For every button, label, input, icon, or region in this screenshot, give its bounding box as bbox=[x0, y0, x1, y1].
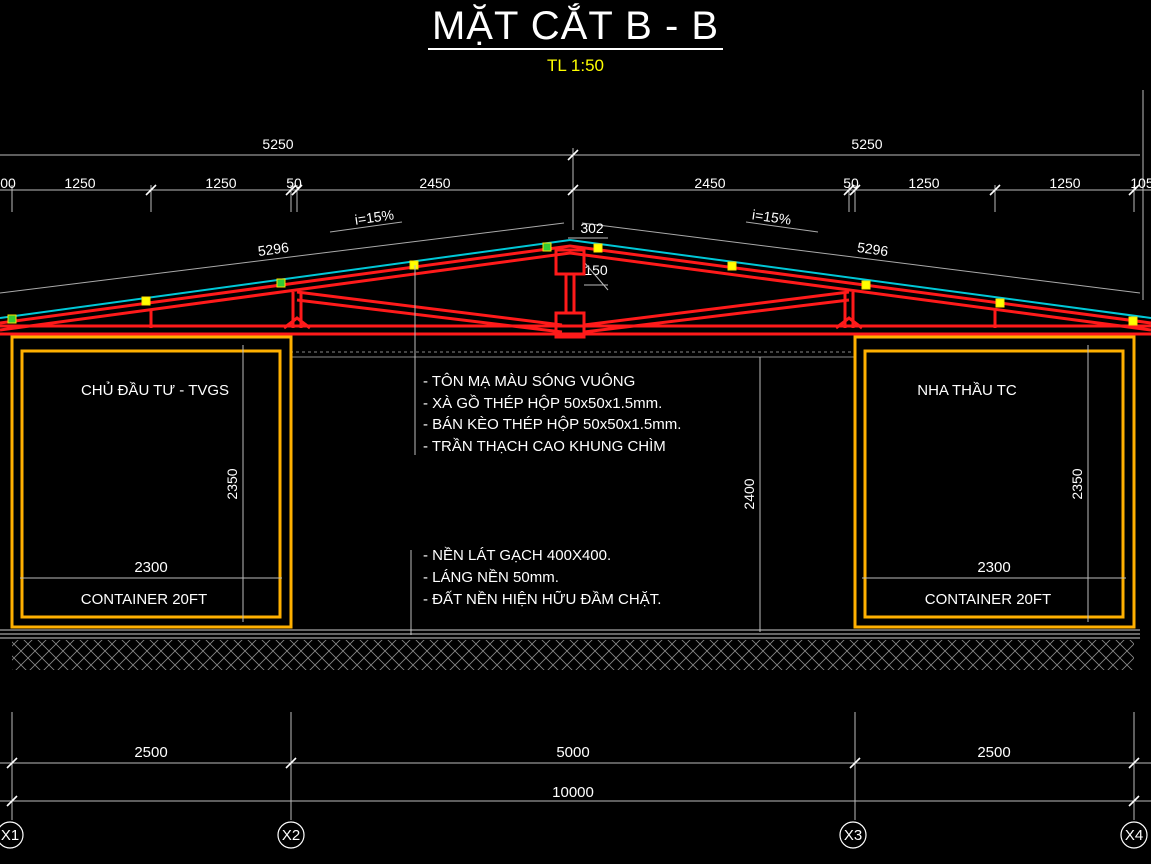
left-container-dim bbox=[20, 345, 282, 622]
floor-slab bbox=[0, 629, 1140, 639]
right-container-width: 2300 bbox=[977, 559, 1010, 576]
drawing-title: MẶT CẮT B - B bbox=[0, 4, 1151, 50]
roof-note-4: - TRẦN THẠCH CAO KHUNG CHÌM bbox=[423, 438, 666, 455]
floor-note-3: - ĐẤT NỀN HIỆN HỮU ĐẦM CHẶT. bbox=[423, 591, 661, 608]
steel-truss bbox=[0, 244, 1151, 339]
right-container-label: CONTAINER 20FT bbox=[925, 591, 1051, 608]
rafter-dimension-lines bbox=[0, 221, 1141, 294]
rafter-left-length: 5296 bbox=[257, 239, 290, 259]
dim-seg-9: 1250 bbox=[1049, 175, 1080, 191]
dim-seg-4: 50 bbox=[286, 175, 302, 191]
left-container bbox=[10, 335, 293, 629]
right-container-height: 2350 bbox=[1069, 468, 1085, 499]
purlin-markers bbox=[7, 242, 1138, 326]
bottom-dimension-ticks bbox=[6, 757, 1140, 807]
roof-notes: - TÔN MẠ MÀU SÓNG VUÔNG - XÀ GỒ THÉP HỘP… bbox=[423, 373, 681, 455]
drawing-scale: TL 1:50 bbox=[546, 56, 605, 75]
dim-seg-5: 2450 bbox=[419, 175, 450, 191]
rafter-right-length: 5296 bbox=[856, 239, 889, 259]
right-container-owner: NHA THẦU TC bbox=[917, 382, 1017, 399]
axis-x3: X3 bbox=[844, 827, 862, 844]
dim-seg-8: 1250 bbox=[908, 175, 939, 191]
dim-seg-7: 50 bbox=[843, 175, 859, 191]
dim-seg-10: 105 bbox=[1130, 175, 1151, 191]
roof-sheet bbox=[0, 238, 1151, 319]
middle-height: 2400 bbox=[741, 478, 757, 509]
dim-seg-3: 1250 bbox=[205, 175, 236, 191]
top-segment-labels: 00 1250 1250 50 2450 2450 50 1250 1250 1… bbox=[0, 175, 1151, 191]
middle-height-dim bbox=[410, 265, 761, 635]
top-dimension-ticks bbox=[145, 149, 1140, 196]
dim-bottom-1: 2500 bbox=[134, 744, 167, 761]
ceiling-line bbox=[290, 351, 855, 358]
ridge-dimension-leaders bbox=[568, 237, 609, 291]
dim-seg-2: 1250 bbox=[64, 175, 95, 191]
axis-x1: X1 bbox=[1, 827, 19, 844]
roof-note-1: - TÔN MẠ MÀU SÓNG VUÔNG bbox=[423, 373, 635, 390]
left-container-label: CONTAINER 20FT bbox=[81, 591, 207, 608]
ridge-width-dim: 302 bbox=[580, 220, 604, 236]
floor-note-1: - NỀN LÁT GẠCH 400X400. bbox=[423, 547, 611, 564]
axis-x4: X4 bbox=[1125, 827, 1143, 844]
dim-seg-6: 2450 bbox=[694, 175, 725, 191]
top-dimension-chain bbox=[0, 90, 1151, 300]
bottom-dimension-labels: 2500 5000 2500 10000 bbox=[134, 744, 1010, 801]
left-container-height: 2350 bbox=[224, 468, 240, 499]
axis-x2: X2 bbox=[282, 827, 300, 844]
roof-note-2: - XÀ GỒ THÉP HỘP 50x50x1.5mm. bbox=[423, 394, 662, 412]
dim-overall-left: 5250 bbox=[262, 136, 293, 152]
dim-bottom-total: 10000 bbox=[552, 784, 594, 801]
left-container-width: 2300 bbox=[134, 559, 167, 576]
right-container bbox=[853, 335, 1136, 629]
drawing-title-text: MẶT CẮT B - B bbox=[427, 4, 724, 50]
bottom-dimension-lines bbox=[0, 712, 1151, 820]
axis-bubbles bbox=[0, 821, 1148, 849]
slope-left-label: i=15% bbox=[354, 206, 395, 227]
ground-hatch bbox=[12, 640, 1134, 670]
floor-notes: - NỀN LÁT GẠCH 400X400. - LÁNG NỀN 50mm.… bbox=[423, 547, 661, 608]
dim-overall-right: 5250 bbox=[851, 136, 882, 152]
dim-bottom-3: 2500 bbox=[977, 744, 1010, 761]
axis-labels: X1 X2 X3 X4 bbox=[1, 827, 1143, 844]
dim-bottom-2: 5000 bbox=[556, 744, 589, 761]
dim-seg-1: 00 bbox=[0, 175, 16, 191]
left-container-owner: CHỦ ĐẦU TƯ - TVGS bbox=[81, 381, 229, 399]
slope-right-label: i=15% bbox=[751, 206, 792, 227]
floor-note-2: - LÁNG NỀN 50mm. bbox=[423, 569, 559, 586]
ridge-height-dim: 150 bbox=[584, 262, 608, 278]
right-container-dim bbox=[862, 345, 1126, 622]
roof-note-3: - BÁN KÈO THÉP HỘP 50x50x1.5mm. bbox=[423, 416, 681, 433]
